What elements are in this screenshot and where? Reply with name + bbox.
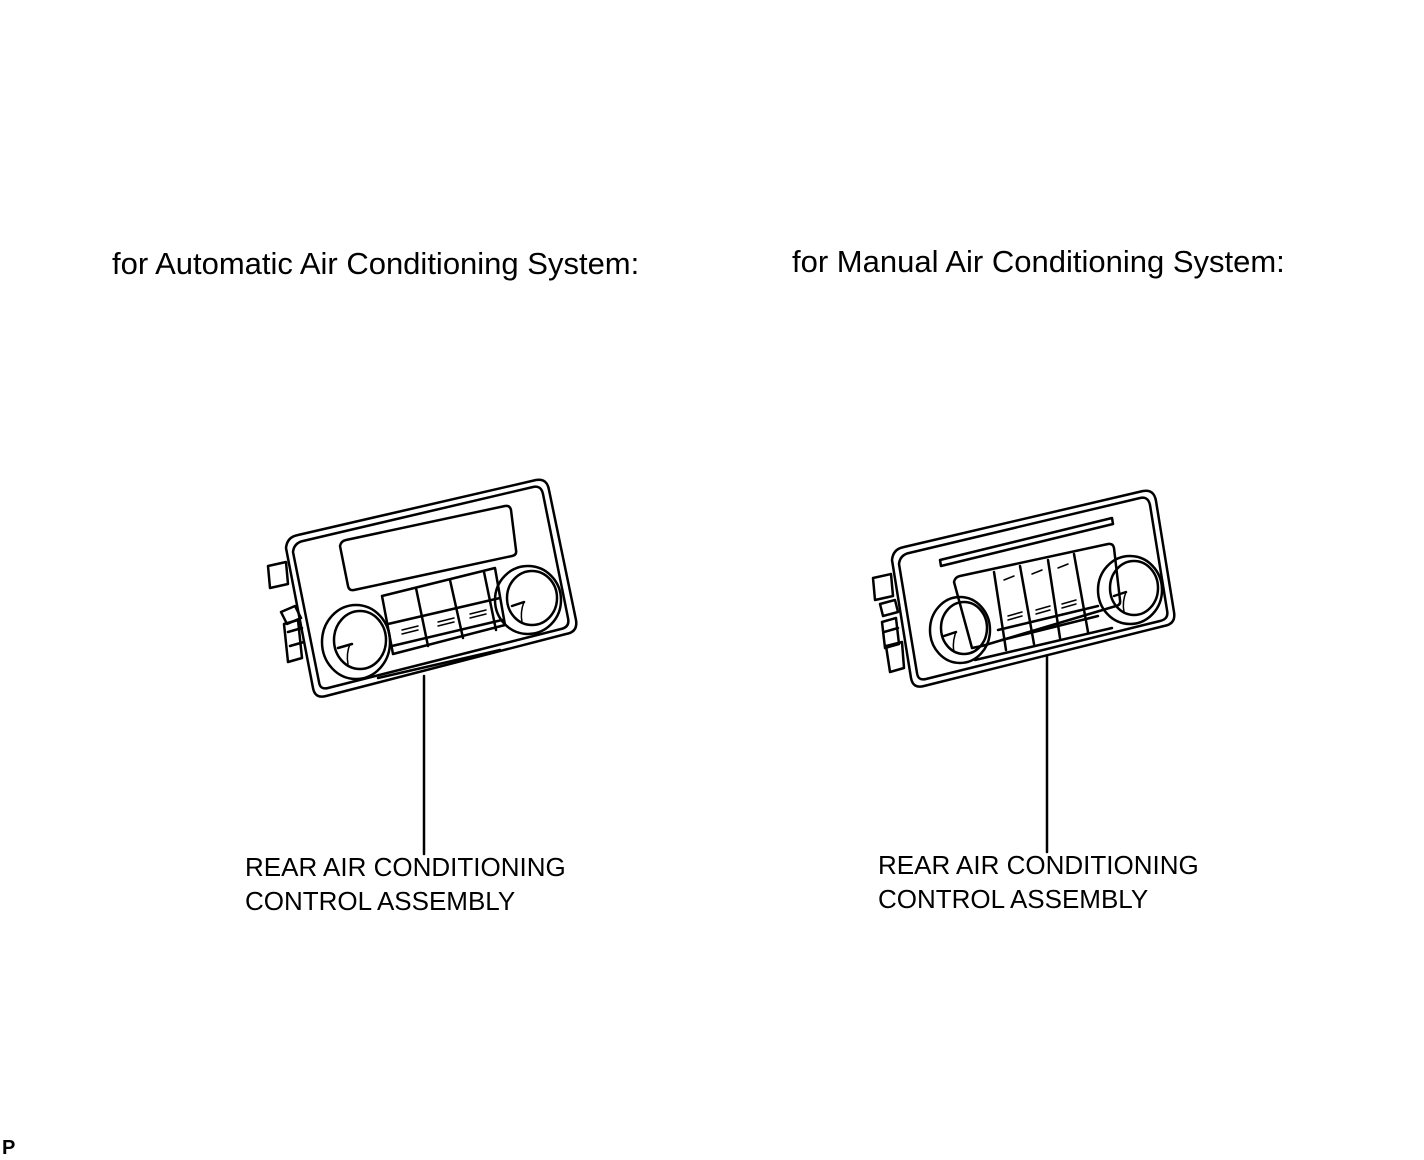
manual-control-assembly <box>871 489 1176 854</box>
manual-assembly-label: REAR AIR CONDITIONING CONTROL ASSEMBLY <box>878 848 1199 916</box>
right-fan-knob-icon <box>493 564 563 636</box>
manual-right-knob-icon <box>1096 554 1164 626</box>
manual-left-knob-icon <box>928 595 992 665</box>
left-temperature-knob-icon <box>320 603 392 681</box>
manual-ac-heading: for Manual Air Conditioning System: <box>792 244 1285 279</box>
automatic-control-assembly <box>266 478 578 856</box>
automatic-label-line2: CONTROL ASSEMBLY <box>245 886 516 916</box>
automatic-assembly-label: REAR AIR CONDITIONING CONTROL ASSEMBLY <box>245 850 566 918</box>
figure-code: P <box>2 1137 16 1159</box>
manual-label-line2: CONTROL ASSEMBLY <box>878 884 1149 914</box>
automatic-ac-heading: for Automatic Air Conditioning System: <box>112 246 640 281</box>
display-window-icon <box>338 504 518 592</box>
manual-label-line1: REAR AIR CONDITIONING <box>878 850 1199 880</box>
automatic-label-line1: REAR AIR CONDITIONING <box>245 852 566 882</box>
air-outlet-slot-icon <box>938 516 1115 568</box>
